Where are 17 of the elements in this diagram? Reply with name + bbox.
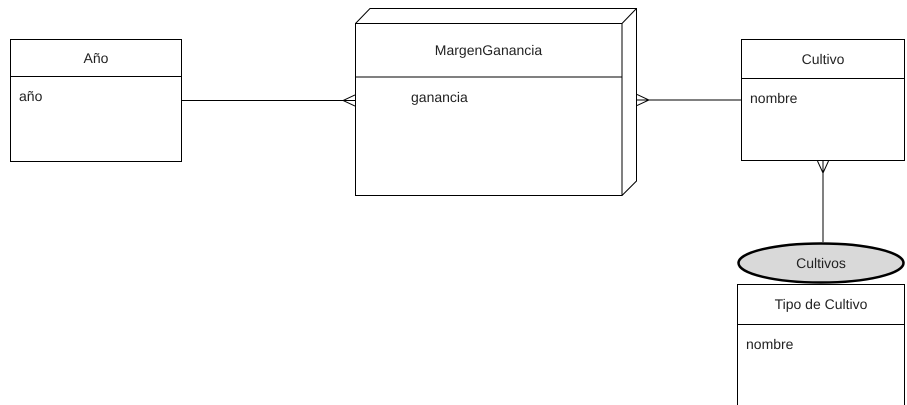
relationship-line bbox=[817, 160, 829, 242]
entity-name: Año bbox=[84, 48, 108, 68]
entity-box bbox=[10, 39, 182, 162]
relationship-line bbox=[636, 94, 742, 106]
entity-box bbox=[741, 39, 905, 161]
attribute-text: ganancia bbox=[411, 88, 468, 107]
relationship-line bbox=[182, 94, 356, 106]
entity-name: Cultivo bbox=[802, 50, 844, 68]
entity-box bbox=[737, 284, 905, 405]
relationship-ellipse bbox=[737, 242, 905, 284]
weak-entity-box bbox=[355, 8, 637, 196]
attribute-text: nombre bbox=[746, 335, 794, 354]
attribute-text: año bbox=[19, 87, 42, 106]
entity-name: Tipo de Cultivo bbox=[774, 295, 868, 314]
attribute-text: nombre bbox=[750, 89, 798, 108]
entity-name: MargenGanancia bbox=[434, 40, 542, 60]
relationship-name: Cultivos bbox=[796, 254, 846, 272]
